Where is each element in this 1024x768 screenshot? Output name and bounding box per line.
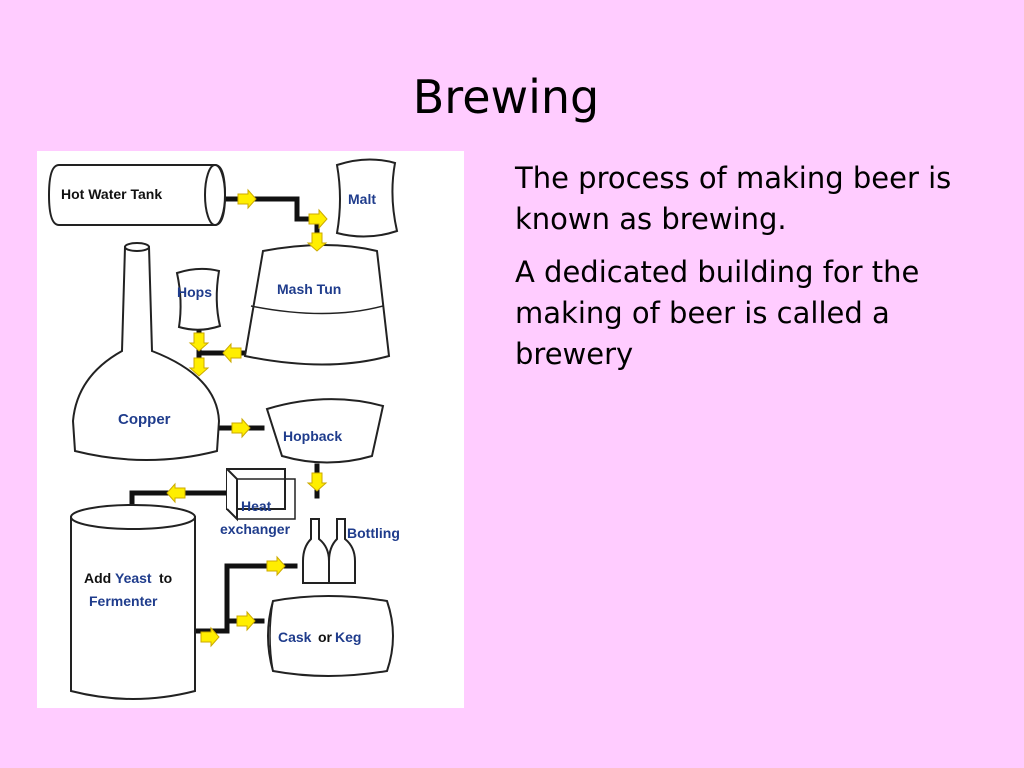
exchanger-label: exchanger [220,521,291,537]
hot-water-tank: Hot Water Tank [47,164,227,226]
hot-water-tank-label: Hot Water Tank [61,186,162,202]
cask-keg: Cask or Keg [267,595,394,677]
paragraph-brewery: A dedicated building for the making of b… [515,255,920,371]
slide-title: Brewing [412,70,600,124]
add-label: Add [84,570,111,586]
fermenter: Add Yeast to Fermenter [70,504,196,700]
arrow-down-icon [307,472,327,492]
hops-label: Hops [177,284,212,300]
hopback: Hopback [265,398,385,464]
arrow-right-icon [237,189,257,209]
to-label: to [159,570,172,586]
heat-label: Heat [241,498,272,514]
yeast-label: Yeast [115,570,152,586]
hopback-label: Hopback [283,428,342,444]
arrow-right-icon [236,611,256,631]
bottles: Bottling [302,518,400,584]
bottling-label: Bottling [347,525,400,541]
malt-label: Malt [348,191,376,207]
heat-exchanger: Heat exchanger [220,468,296,537]
hops-bag: Hops [175,267,222,331]
arrow-right-icon [231,418,251,438]
arrow-down-icon [189,332,209,352]
cask-label: Cask [278,629,312,645]
diagram-svg: Hot Water Tank Malt Mash Tun Hops Copper [47,158,400,700]
copper-label: Copper [118,411,171,428]
arrow-right-icon [266,556,286,576]
pipe-tank-to-mashtun [222,196,320,254]
paragraph-definition: The process of making beer is known as b… [515,161,952,236]
copper-vessel: Copper [71,242,221,461]
mash-tun-label: Mash Tun [277,281,341,297]
arrow-left-icon [222,343,242,363]
or-label: or [318,629,333,645]
arrow-left-icon [166,483,186,503]
malt-bag: Malt [335,158,399,238]
brewing-process-diagram: Hot Water Tank Malt Mash Tun Hops Copper [37,151,464,708]
keg-label: Keg [335,629,361,645]
slide-body: The process of making beer is known as b… [515,158,955,387]
fermenter-label: Fermenter [89,593,158,609]
mash-tun: Mash Tun [243,244,391,366]
